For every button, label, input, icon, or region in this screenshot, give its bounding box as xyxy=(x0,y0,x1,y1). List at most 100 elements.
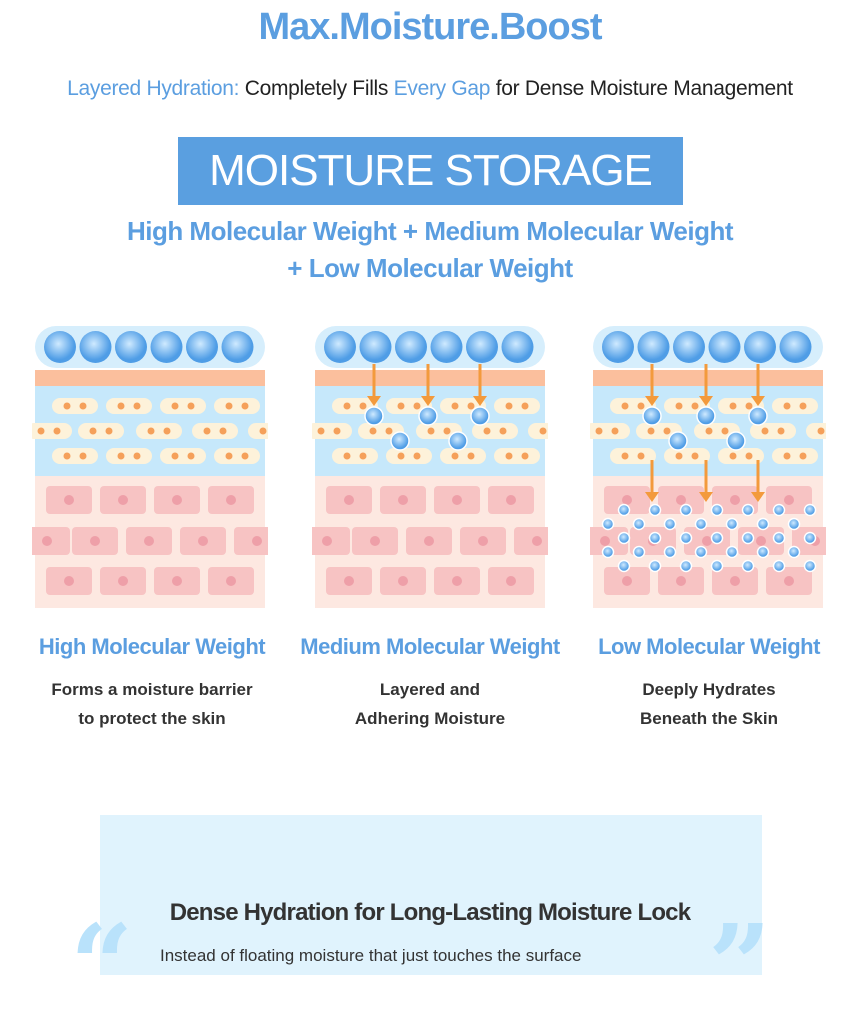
moisture-molecule xyxy=(725,517,739,531)
epidermis-cell xyxy=(26,423,72,439)
cell-nucleus xyxy=(705,427,713,435)
cell-nucleus xyxy=(225,402,233,410)
cell-nucleus xyxy=(53,427,61,435)
cell-nucleus xyxy=(745,452,753,460)
high-molecule xyxy=(744,331,776,363)
cell-nucleus xyxy=(225,452,233,460)
moisture-molecule xyxy=(756,517,770,531)
moisture-molecule xyxy=(748,406,768,426)
cell-nucleus xyxy=(144,536,154,546)
epidermis-cell xyxy=(306,423,352,439)
epidermis-cell xyxy=(136,423,182,439)
cell-nucleus xyxy=(676,495,686,505)
moisture-storage-banner: MOISTURE STORAGE xyxy=(178,137,683,205)
moisture-molecule xyxy=(648,559,662,573)
moisture-molecule xyxy=(648,531,662,545)
dermis-cell xyxy=(234,527,280,555)
high-molecule xyxy=(602,331,634,363)
cell-nucleus xyxy=(452,576,462,586)
moisture-molecule xyxy=(772,559,786,573)
epidermis-cell xyxy=(584,423,630,439)
cell-nucleus xyxy=(317,427,325,435)
cell-nucleus xyxy=(675,452,683,460)
cell-nucleus xyxy=(676,576,686,586)
page-title: Max.Moisture.Boost xyxy=(258,6,602,48)
cell-nucleus xyxy=(203,427,211,435)
cell-nucleus xyxy=(147,427,155,435)
heading-line2: + Low Molecular Weight xyxy=(287,253,573,283)
cell-nucleus xyxy=(398,495,408,505)
epidermis-cell xyxy=(772,398,818,414)
cell-nucleus xyxy=(729,402,737,410)
cell-nucleus xyxy=(226,495,236,505)
cell-nucleus xyxy=(499,427,507,435)
cell-nucleus xyxy=(777,427,785,435)
cell-nucleus xyxy=(467,402,475,410)
moisture-molecule xyxy=(663,545,677,559)
epidermis-cell xyxy=(78,423,124,439)
cell-nucleus xyxy=(539,427,547,435)
cell-nucleus xyxy=(611,427,619,435)
epidermis-cell xyxy=(106,398,152,414)
high-molecule xyxy=(430,331,463,363)
cell-nucleus xyxy=(344,576,354,586)
cell-nucleus xyxy=(79,452,87,460)
cell-nucleus xyxy=(252,536,262,546)
cell-nucleus xyxy=(385,427,393,435)
close-quote-icon: ” xyxy=(708,900,772,1029)
cell-nucleus xyxy=(799,402,807,410)
moisture-molecule xyxy=(632,545,646,559)
cell-nucleus xyxy=(413,402,421,410)
cell-nucleus xyxy=(637,452,645,460)
arrow-down-icon xyxy=(367,396,381,406)
moisture-molecule xyxy=(741,559,755,573)
arrow-down-icon xyxy=(751,396,765,406)
moisture-molecule xyxy=(803,503,817,517)
heading-line1: High Molecular Weight + Medium Molecular… xyxy=(126,216,734,246)
cell-nucleus xyxy=(424,536,434,546)
epidermis-cell xyxy=(750,423,796,439)
cell-nucleus xyxy=(198,536,208,546)
skin-diagram-svg xyxy=(304,326,574,608)
cell-nucleus xyxy=(117,402,125,410)
info-box xyxy=(100,815,762,975)
cell-nucleus xyxy=(241,402,249,410)
moisture-molecule xyxy=(694,517,708,531)
moisture-molecule xyxy=(617,503,631,517)
cell-nucleus xyxy=(64,495,74,505)
cell-nucleus xyxy=(343,452,351,460)
moisture-molecule xyxy=(694,545,708,559)
arrow-down-icon xyxy=(699,492,713,502)
open-quote-icon: “ xyxy=(70,900,134,1029)
cell-nucleus xyxy=(663,427,671,435)
epidermis-cell xyxy=(440,448,486,464)
moisture-molecule xyxy=(741,531,755,545)
cell-nucleus xyxy=(427,427,435,435)
moisture-molecule xyxy=(601,517,615,531)
epidermis-cell xyxy=(52,448,98,464)
cell-nucleus xyxy=(79,402,87,410)
cell-nucleus xyxy=(171,402,179,410)
high-molecule xyxy=(44,331,76,363)
cell-nucleus xyxy=(521,402,529,410)
cell-nucleus xyxy=(452,495,462,505)
cell-nucleus xyxy=(505,402,513,410)
cell-nucleus xyxy=(163,427,171,435)
moisture-molecule xyxy=(418,406,438,426)
cell-nucleus xyxy=(622,495,632,505)
moisture-molecule xyxy=(470,406,490,426)
cell-nucleus xyxy=(172,495,182,505)
moisture-molecule xyxy=(679,503,693,517)
cell-nucleus xyxy=(467,452,475,460)
cell-nucleus xyxy=(451,402,459,410)
moisture-molecule xyxy=(710,503,724,517)
epidermis-cell xyxy=(664,448,710,464)
cell-nucleus xyxy=(241,452,249,460)
cell-nucleus xyxy=(521,452,529,460)
high-molecule xyxy=(324,331,356,363)
epidermis-cell xyxy=(160,398,206,414)
cell-nucleus xyxy=(702,536,712,546)
cell-nucleus xyxy=(647,427,655,435)
cell-nucleus xyxy=(783,452,791,460)
